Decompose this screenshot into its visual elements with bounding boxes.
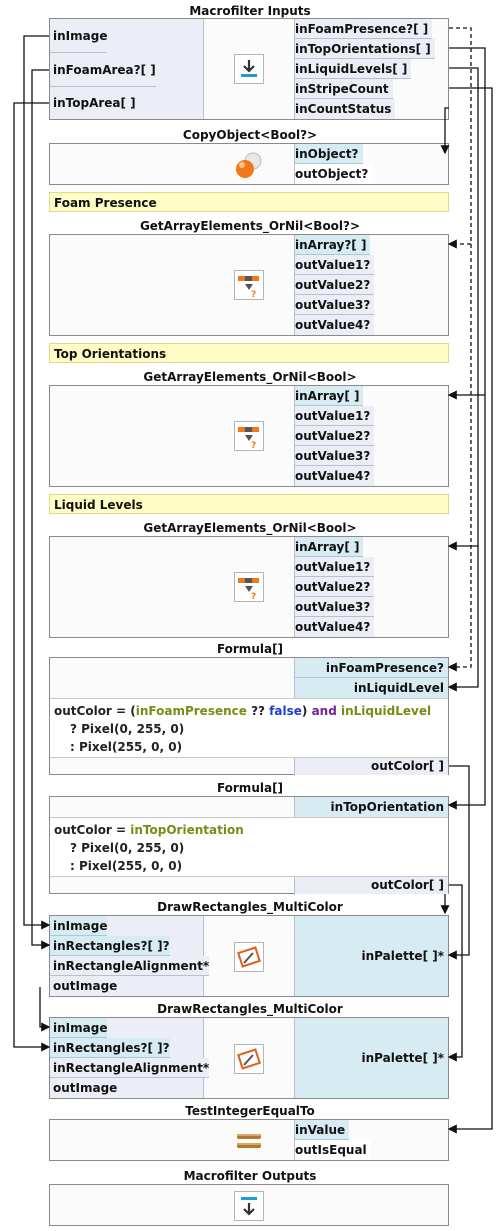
wire-liquid-levels [447, 67, 479, 692]
port-out-object[interactable]: outObject? [295, 164, 373, 184]
wire-draw-image [39, 987, 51, 1032]
port-out-value2[interactable]: outValue2? [295, 275, 375, 295]
formula-2-block[interactable]: inTopOrientation outColor = inTopOrienta… [49, 796, 449, 895]
input-arrow-icon [234, 54, 264, 84]
macro-outputs-title: Macrofilter Outputs [183, 1169, 317, 1183]
port-in-array[interactable]: inArray?[ ] [295, 235, 371, 255]
port-out-image[interactable]: outImage [50, 976, 118, 996]
formula-2-code[interactable]: outColor = inTopOrientation ? Pixel(0, 2… [50, 817, 448, 877]
comment-top-orientations: Top Orientations [49, 343, 449, 363]
port-out-value2[interactable]: outValue2? [295, 426, 375, 446]
draw-rectangles-1-title: DrawRectangles_MultiColor [157, 900, 343, 914]
port-in-count-status[interactable]: inCountStatus [295, 99, 396, 119]
get-elements-2-block[interactable]: ? inArray[ ] outValue1? outValue2? outVa… [49, 385, 449, 487]
get-array-elements-icon: ? [234, 421, 264, 451]
port-in-liquid-levels[interactable]: inLiquidLevels[ ] [295, 59, 412, 79]
draw-rectangles-2-block[interactable]: inImage inRectangles?[ ]? inRectangleAli… [49, 1017, 449, 1099]
svg-text:?: ? [251, 441, 256, 450]
port-out-image[interactable]: outImage [50, 1078, 118, 1098]
port-out-value4[interactable]: outValue4? [295, 315, 375, 335]
port-in-foam-presence[interactable]: inFoamPresence? [295, 658, 448, 678]
copy-object-block[interactable]: inObject? outObject? [49, 143, 449, 185]
port-out-is-equal[interactable]: outIsEqual [295, 1140, 371, 1160]
port-out-color[interactable]: outColor[ ] [295, 877, 448, 894]
port-in-image[interactable]: inImage [50, 19, 108, 53]
port-out-color[interactable]: outColor[ ] [295, 758, 448, 775]
port-in-image[interactable]: inImage [50, 1018, 108, 1038]
formula-1-block[interactable]: inFoamPresence? inLiquidLevel outColor =… [49, 657, 449, 776]
get-elements-1-title: GetArrayElements_OrNil<Bool?> [139, 219, 361, 233]
get-elements-2-title: GetArrayElements_OrNil<Bool> [143, 370, 357, 384]
wire-stripe-count [447, 87, 493, 1134]
macro-inputs-title: Macrofilter Inputs [189, 4, 311, 18]
draw-rectangles-1-block[interactable]: inImage inRectangles?[ ]? inRectangleAli… [49, 915, 449, 997]
port-in-value[interactable]: inValue [295, 1120, 350, 1140]
port-in-palette[interactable]: inPalette[ ]* [361, 949, 444, 963]
wire-top-area [13, 102, 51, 1052]
macro-inputs-block[interactable]: inImage inFoamArea?[ ] inTopArea[ ] inFo… [49, 18, 449, 120]
copy-object-icon [234, 150, 264, 180]
port-in-rectangles[interactable]: inRectangles?[ ]? [50, 936, 170, 956]
wire-foam-area [31, 69, 51, 950]
port-out-value2[interactable]: outValue2? [295, 577, 375, 597]
draw-rectangles-2-title: DrawRectangles_MultiColor [157, 1002, 343, 1016]
port-in-top-orientations[interactable]: inTopOrientations[ ] [295, 39, 435, 59]
test-integer-block[interactable]: inValue outIsEqual [49, 1119, 449, 1161]
port-in-array[interactable]: inArray[ ] [295, 537, 364, 557]
formula-1-title: Formula[] [216, 642, 284, 656]
wire-count-status [440, 107, 450, 155]
port-out-value1[interactable]: outValue1? [295, 255, 375, 275]
wire-foam-presence [447, 27, 472, 672]
port-out-value4[interactable]: outValue4? [295, 466, 375, 486]
svg-text:?: ? [251, 290, 256, 299]
port-in-foam-presence[interactable]: inFoamPresence?[ ] [295, 19, 433, 39]
copy-object-title: CopyObject<Bool?> [182, 128, 318, 142]
port-in-liquid-level[interactable]: inLiquidLevel [295, 678, 448, 698]
get-array-elements-icon: ? [234, 572, 264, 602]
get-array-elements-icon: ? [234, 270, 264, 300]
comment-foam-presence: Foam Presence [49, 192, 449, 212]
get-elements-3-title: GetArrayElements_OrNil<Bool> [143, 521, 357, 535]
port-in-rectangle-alignment[interactable]: inRectangleAlignment* [50, 956, 210, 976]
svg-text:?: ? [251, 592, 256, 601]
comment-liquid-levels: Liquid Levels [49, 494, 449, 514]
port-out-value1[interactable]: outValue1? [295, 406, 375, 426]
port-out-value4[interactable]: outValue4? [295, 617, 375, 637]
test-equal-icon [234, 1126, 264, 1156]
formula-2-title: Formula[] [216, 781, 284, 795]
macro-outputs-block[interactable] [49, 1184, 449, 1226]
draw-rectangles-icon [234, 942, 264, 972]
port-out-value3[interactable]: outValue3? [295, 597, 375, 617]
port-in-image[interactable]: inImage [50, 916, 108, 936]
wire-image [23, 35, 51, 930]
port-in-rectangles[interactable]: inRectangles?[ ]? [50, 1038, 170, 1058]
port-in-rectangle-alignment[interactable]: inRectangleAlignment* [50, 1058, 210, 1078]
port-in-palette[interactable]: inPalette[ ]* [361, 1051, 444, 1065]
wire-top-orientations [447, 47, 486, 810]
port-out-value3[interactable]: outValue3? [295, 295, 375, 315]
port-in-foam-area[interactable]: inFoamArea?[ ] [50, 53, 156, 87]
port-out-value3[interactable]: outValue3? [295, 446, 375, 466]
port-in-object[interactable]: inObject? [295, 144, 363, 164]
port-in-array[interactable]: inArray[ ] [295, 386, 364, 406]
get-elements-1-block[interactable]: ? inArray?[ ] outValue1? outValue2? outV… [49, 234, 449, 336]
port-in-top-orientation[interactable]: inTopOrientation [295, 797, 448, 817]
port-in-stripe-count[interactable]: inStripeCount [295, 79, 393, 99]
draw-rectangles-icon [234, 1044, 264, 1074]
get-elements-3-block[interactable]: ? inArray[ ] outValue1? outValue2? outVa… [49, 536, 449, 638]
formula-1-code[interactable]: outColor = (inFoamPresence ?? false) and… [50, 698, 448, 758]
port-out-value1[interactable]: outValue1? [295, 557, 375, 577]
test-integer-title: TestIntegerEqualTo [185, 1104, 315, 1118]
port-in-top-area[interactable]: inTopArea[ ] [50, 87, 136, 119]
wire-color-2b [447, 884, 463, 1062]
wire-color-1 [447, 765, 470, 960]
output-arrow-icon [234, 1191, 264, 1221]
